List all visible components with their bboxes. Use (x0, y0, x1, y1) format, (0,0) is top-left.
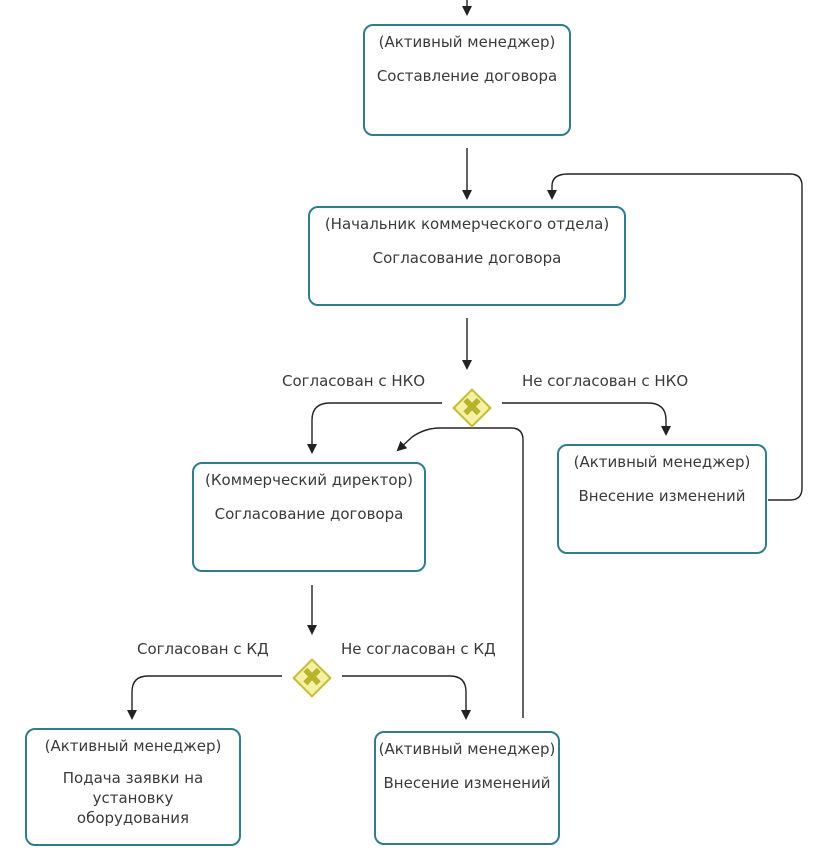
task-role: (Начальник коммерческого отдела) (324, 215, 610, 233)
task-title: Согласование договора (214, 505, 404, 523)
task-role: (Активный менеджер) (378, 740, 556, 758)
edge-label-not-approved-nko: Не согласован с НКО (522, 372, 689, 390)
task-title: Внесение изменений (578, 487, 746, 505)
edge-g2-n5 (127, 675, 282, 720)
edge-n4-n2 (547, 173, 803, 501)
task-title: Составление договора (376, 67, 558, 85)
task-role: (Активный менеджер) (378, 33, 556, 51)
edge-label-not-approved-kd: Не согласован с КД (341, 640, 496, 658)
edge-g1-n3 (307, 402, 442, 454)
task-equipment-request[interactable]: (Активный менеджер) Подача заявки на уст… (25, 728, 241, 846)
edge-label-approved-kd: Согласован с КД (137, 640, 269, 658)
exclusive-gateway-kd[interactable]: ✖ (292, 658, 332, 698)
task-making-changes-kd[interactable]: (Активный менеджер) Внесение изменений (374, 731, 560, 845)
task-drafting-contract[interactable]: (Активный менеджер) Составление договора (363, 24, 571, 136)
task-title: Согласование договора (372, 249, 562, 267)
task-making-changes-nko[interactable]: (Активный менеджер) Внесение изменений (557, 444, 767, 554)
task-role: (Коммерческий директор) (205, 471, 413, 489)
task-title: Внесение изменений (383, 774, 551, 792)
task-role: (Активный менеджер) (573, 453, 751, 471)
task-title: Подача заявки на установку оборудования (62, 769, 204, 827)
task-approval-commercial-director[interactable]: (Коммерческий директор) Согласование дог… (192, 462, 426, 572)
edge-label-approved-nko: Согласован с НКО (282, 372, 426, 390)
exclusive-gateway-nko[interactable]: ✖ (452, 388, 492, 428)
edge-g2-n6 (342, 675, 471, 720)
x-icon: ✖ (301, 663, 323, 693)
task-approval-head-commercial[interactable]: (Начальник коммерческого отдела) Согласо… (308, 206, 626, 306)
x-icon: ✖ (461, 393, 483, 423)
edge-g1-n4 (502, 402, 671, 436)
task-role: (Активный менеджер) (44, 737, 222, 755)
edge-n6-n3 (396, 427, 524, 718)
